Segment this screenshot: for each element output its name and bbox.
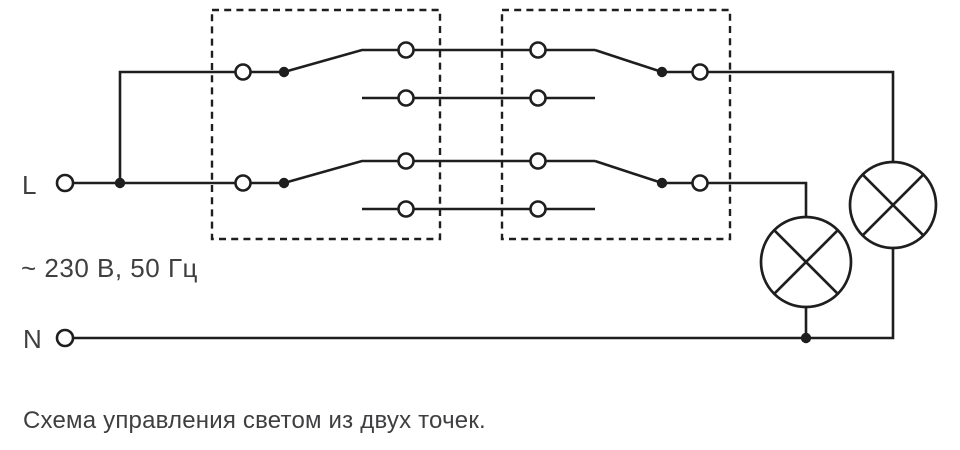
wire-neutral-line <box>65 248 895 340</box>
phase-terminal <box>55 173 75 193</box>
junction-dot <box>278 66 290 78</box>
switch-box-right <box>500 8 732 241</box>
junction-dot <box>114 177 126 189</box>
junction-dot <box>278 177 290 189</box>
diagram-caption: Схема управления светом из двух точек. <box>23 407 486 434</box>
contact-terminal <box>397 152 415 170</box>
contact-terminal <box>234 174 252 192</box>
contact-terminal <box>691 63 709 81</box>
contact-terminal <box>397 200 415 218</box>
switch-box-left <box>210 8 442 241</box>
junction-dot <box>656 177 668 189</box>
contact-terminal <box>691 174 709 192</box>
contact-terminal <box>529 200 547 218</box>
lamp-icon <box>848 160 938 250</box>
contact-terminal <box>234 63 252 81</box>
junction-dot <box>800 332 812 344</box>
wire-switch2-top-gang-to-lamp2 <box>594 48 895 162</box>
wire-switch1-bottom-gang <box>283 159 595 185</box>
contact-terminal <box>397 41 415 59</box>
contact-terminals <box>55 41 709 348</box>
junction-dot <box>656 66 668 78</box>
wire-phase-branch <box>118 70 284 183</box>
contact-terminal <box>529 41 547 59</box>
lamp2-cross <box>861 173 925 237</box>
wire-switch1-top-gang <box>283 48 595 74</box>
neutral-label: N <box>23 324 42 354</box>
contact-terminal <box>397 89 415 107</box>
wires <box>65 48 895 340</box>
junction-dots <box>114 66 812 344</box>
voltage-label: ~ 230 В, 50 Гц <box>21 253 198 283</box>
wire-switch2-bottom-gang-to-lamp1 <box>594 159 808 217</box>
contact-terminal <box>529 89 547 107</box>
lamp-icon <box>759 215 853 309</box>
neutral-terminal <box>55 328 75 348</box>
contact-terminal <box>529 152 547 170</box>
lamp1-cross <box>773 229 839 295</box>
phase-label: L <box>22 170 37 200</box>
